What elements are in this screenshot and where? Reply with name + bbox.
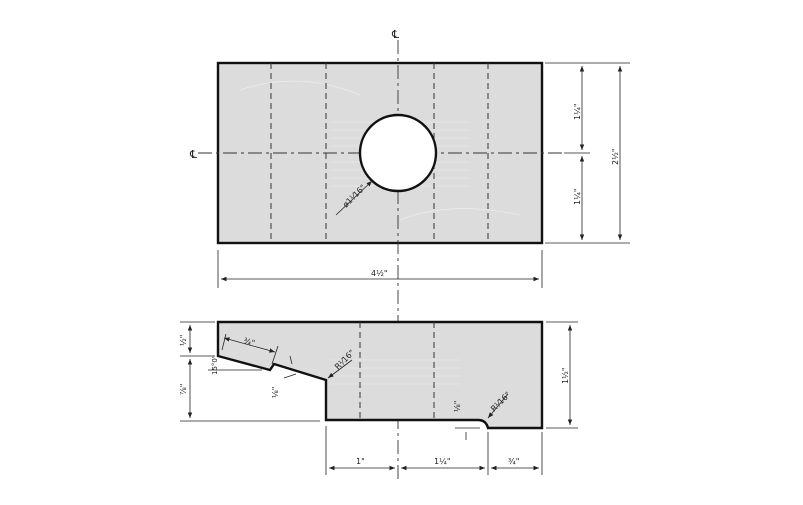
dim-total-height-label: 2½" xyxy=(611,148,620,165)
dim-angle-label: 15°0' xyxy=(211,356,219,375)
notch-mark xyxy=(289,355,293,365)
front-view-outline xyxy=(216,320,544,430)
dim-upper-label: 1¼" xyxy=(573,103,582,120)
dim-notch-label: ⅛" xyxy=(271,387,280,398)
notch-leader xyxy=(283,373,297,379)
dim-width-label: 4½" xyxy=(371,269,388,278)
dim-lower-label: 1¼" xyxy=(573,188,582,205)
centerline-symbol-horizontal: ℄ xyxy=(189,148,197,161)
top-view: ℄ ℄ ø1⅟16" 1¼" 1¼" 2½" 4½" xyxy=(189,28,630,480)
dim-bottom-1-label: 1" xyxy=(356,457,365,466)
dim-rebate-label: ½" xyxy=(179,335,188,346)
front-view: ½" ⅞" 15°0' ¾" ⅛" R⅟16" ⅛" R⅟16" 1½" xyxy=(179,320,578,475)
radius-leader-right xyxy=(487,393,509,419)
dim-step-label: ⅞" xyxy=(179,384,188,395)
extension-line xyxy=(271,345,279,365)
centerline-symbol-vertical: ℄ xyxy=(391,28,399,41)
dim-total-height-front-label: 1½" xyxy=(561,367,570,384)
radius-leader-left xyxy=(327,359,353,379)
dim-groove-label: ⅛" xyxy=(453,401,462,412)
hole-diameter-leader xyxy=(335,180,373,216)
dim-bottom-2-label: 1¼" xyxy=(434,457,451,466)
hole xyxy=(358,113,438,193)
dim-line-slope xyxy=(223,337,276,353)
dim-bottom-3-label: ¾" xyxy=(508,457,519,466)
dim-slope-label: ¾" xyxy=(242,336,255,348)
